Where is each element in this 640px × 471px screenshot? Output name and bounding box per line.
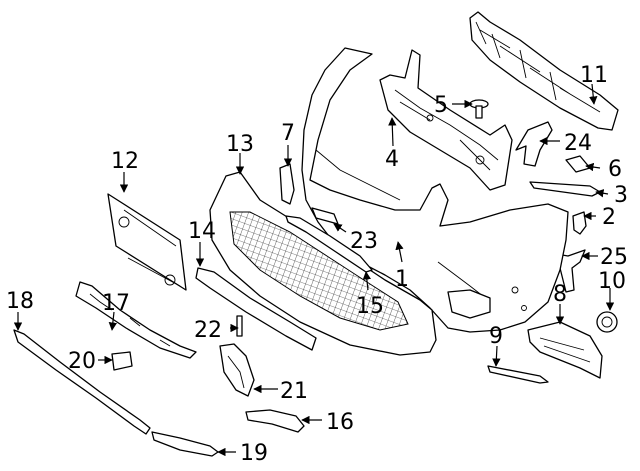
callout-1: 1: [395, 267, 409, 292]
part-12-plate-bracket: [107, 193, 187, 291]
part-8-bezel: [527, 321, 603, 379]
callout-17: 17: [102, 291, 130, 316]
leader-lines: [13, 83, 615, 457]
callout-5: 5: [434, 93, 448, 118]
callout-13: 13: [226, 132, 254, 157]
part-9-trim-strip: [487, 365, 549, 384]
part-13-lower-bumper: [209, 171, 437, 356]
part-19-end-strip: [151, 431, 219, 457]
part-18-long-strip: [13, 329, 151, 435]
callout-14: 14: [188, 219, 216, 244]
callout-3: 3: [614, 183, 628, 208]
callout-20: 20: [68, 349, 96, 374]
part-5-bolt: [469, 99, 489, 119]
part-3-strip: [529, 181, 601, 197]
callout-12: 12: [111, 149, 139, 174]
part-10-sensor: [596, 311, 618, 333]
callout-7: 7: [281, 121, 295, 146]
callout-19: 19: [240, 441, 268, 466]
callout-16: 16: [326, 410, 354, 435]
callout-6: 6: [608, 157, 622, 182]
part-20-clip: [111, 351, 133, 371]
callout-8: 8: [553, 282, 567, 307]
part-14-lower-strip: [195, 267, 317, 351]
callout-labels: 1 2 3 4 5 6 7 8 9 10 11 12 13 14 15 16 1…: [6, 63, 628, 466]
callout-18: 18: [6, 289, 34, 314]
callout-21: 21: [280, 379, 308, 404]
callout-25: 25: [600, 245, 628, 270]
part-21-bracket: [219, 343, 255, 397]
part-16-clip: [245, 409, 305, 433]
callout-11: 11: [580, 63, 608, 88]
part-11-reinforcement-bar: [469, 11, 619, 131]
callout-24: 24: [564, 131, 592, 156]
part-17-spoiler-bracket: [75, 281, 197, 359]
part-4-support-bracket: [379, 49, 513, 191]
part-22-pin: [236, 315, 243, 337]
part-24-bracket: [515, 121, 553, 167]
part-6-pad: [565, 155, 591, 173]
part-2-clip: [572, 211, 587, 235]
callout-15: 15: [356, 294, 384, 319]
part-15-grille-strip: [285, 215, 373, 273]
part-1-bumper-cover: [301, 47, 569, 333]
callout-22: 22: [194, 318, 222, 343]
part-7-tow-hook-cover: [279, 163, 295, 205]
callout-4: 4: [385, 147, 399, 172]
callout-10: 10: [598, 269, 626, 294]
callout-23: 23: [350, 229, 378, 254]
callout-2: 2: [602, 205, 616, 230]
callout-9: 9: [489, 324, 503, 349]
